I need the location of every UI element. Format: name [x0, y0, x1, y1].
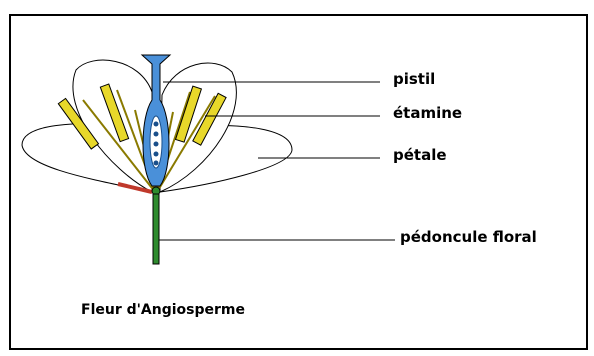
diagram-title: Fleur d'Angiosperme [81, 303, 245, 317]
label-pistil: pistil [393, 72, 435, 87]
label-peduncle: pédoncule floral [400, 230, 537, 245]
pistil [142, 55, 170, 186]
stem [153, 194, 159, 264]
label-petal: pétale [393, 148, 447, 163]
label-stamen: étamine [393, 106, 462, 121]
